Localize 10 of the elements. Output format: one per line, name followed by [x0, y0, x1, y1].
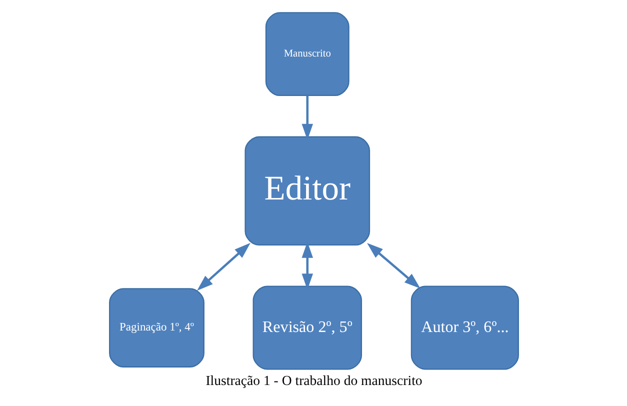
arrow [366, 242, 420, 289]
node-box: Editor [244, 136, 370, 246]
arrow [196, 242, 250, 291]
node-box: Manuscrito [264, 12, 349, 96]
arrow [301, 242, 313, 290]
arrow [301, 96, 313, 140]
node-box: Revisão 2º, 5º [252, 286, 362, 370]
node-box: Autor 3º, 6º... [410, 286, 518, 370]
caption: Ilustração 1 - O trabalho do manuscrito [205, 372, 422, 388]
node-box: Paginação 1º, 4º [108, 288, 204, 368]
